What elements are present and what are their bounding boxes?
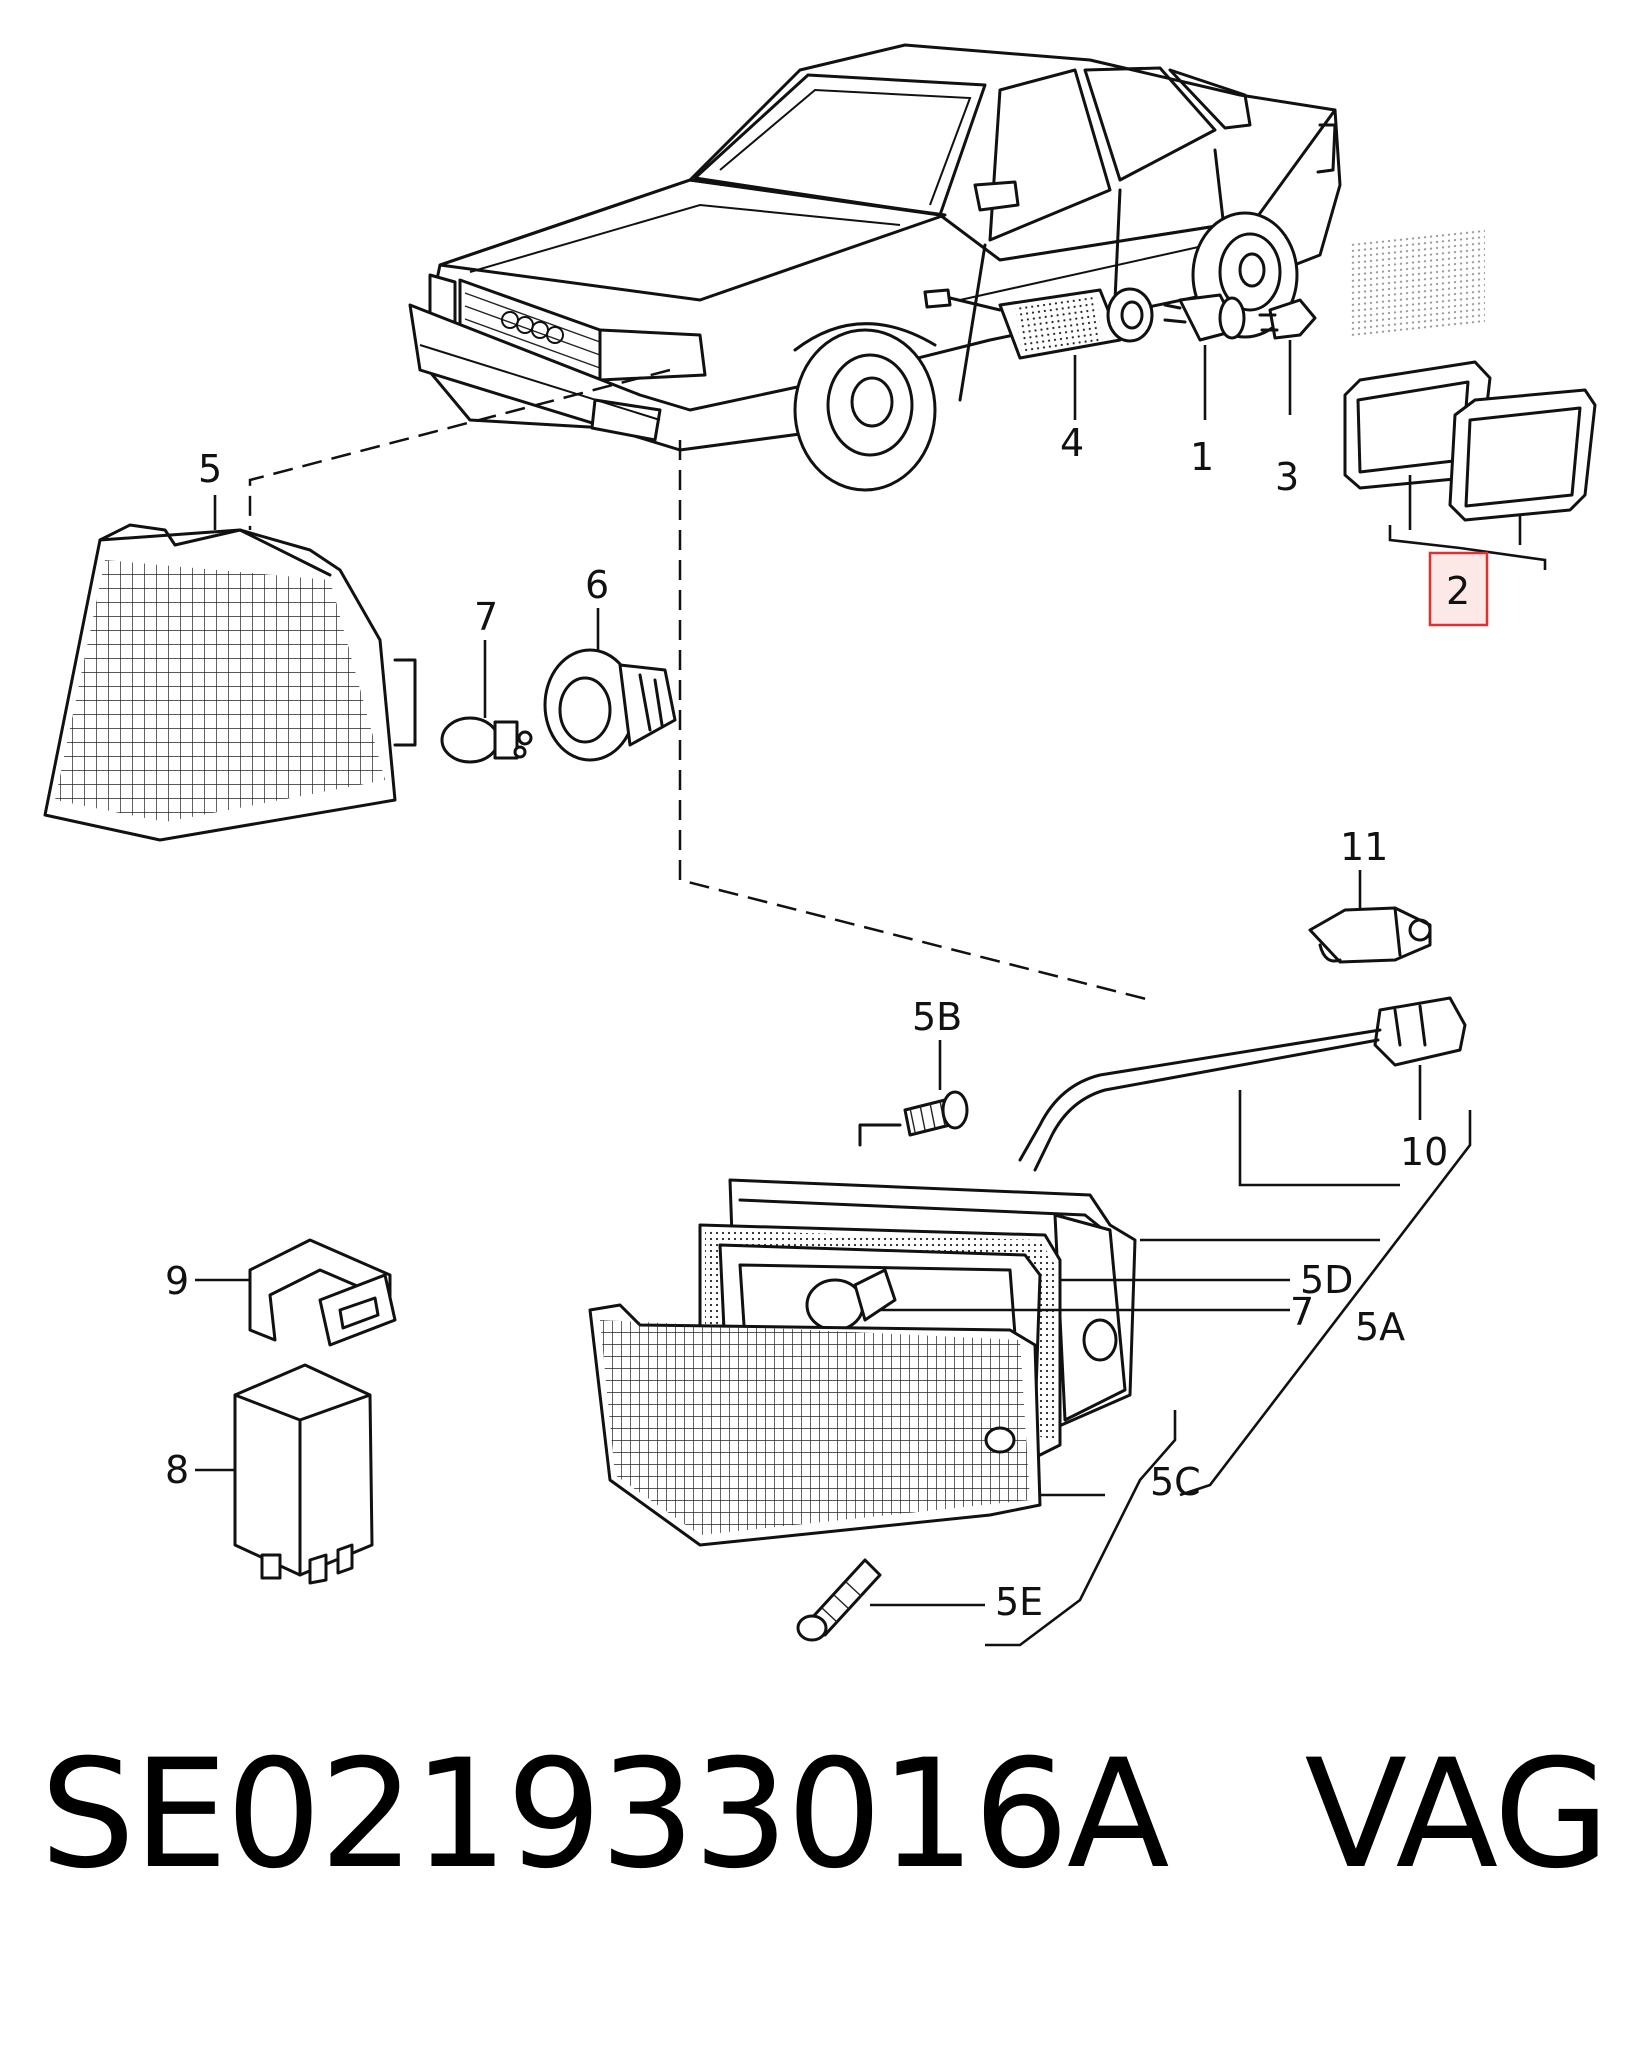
brand-text: VAG (1304, 1728, 1610, 1902)
label-5C: 5C (1150, 1460, 1201, 1504)
part-10-connector-wire (1018, 996, 1467, 1187)
part-3-wedge-bulb (1258, 298, 1317, 340)
part-1-bulb-holder (1163, 293, 1246, 342)
label-9: 9 (165, 1259, 189, 1303)
label-5E: 5E (995, 1580, 1043, 1624)
part-6-socket (543, 608, 677, 762)
car-illustration (408, 43, 1342, 492)
part-7-bulb-top (440, 640, 533, 764)
label-10: 10 (1400, 1130, 1448, 1174)
label-6: 6 (585, 563, 609, 607)
part-5-corner-lamp (43, 495, 417, 842)
label-4: 4 (1060, 421, 1084, 465)
part-code-text: SE021933016A (40, 1728, 1170, 1902)
part-4-sleeve (948, 287, 1154, 360)
part-number-caption: SE021933016A VAG (40, 1740, 1610, 1890)
part-5B-screw (858, 1040, 969, 1147)
highlight-box-2 (1428, 551, 1489, 627)
reference-line-corner-light (248, 368, 671, 530)
label-5: 5 (198, 447, 222, 491)
label-11: 11 (1340, 825, 1388, 869)
label-5B: 5B (912, 995, 962, 1039)
label-2: 2 (1446, 569, 1470, 613)
label-8: 8 (165, 1448, 189, 1492)
reference-line-fog-light (678, 440, 1151, 1002)
label-3: 3 (1275, 455, 1299, 499)
label-5D: 5D (1300, 1258, 1353, 1302)
part-2-side-marker-lens (1343, 228, 1597, 522)
part-9-mounting-clip (195, 1238, 397, 1347)
part-11-bulb-holder (1308, 870, 1432, 964)
label-5A: 5A (1355, 1305, 1405, 1349)
label-7-top: 7 (474, 595, 498, 639)
part-5A-fog-lamp-assembly (588, 1178, 1137, 1642)
label-1: 1 (1190, 435, 1214, 479)
part-8-relay (195, 1363, 374, 1585)
label-7-bottom: 7 (1290, 1290, 1314, 1334)
